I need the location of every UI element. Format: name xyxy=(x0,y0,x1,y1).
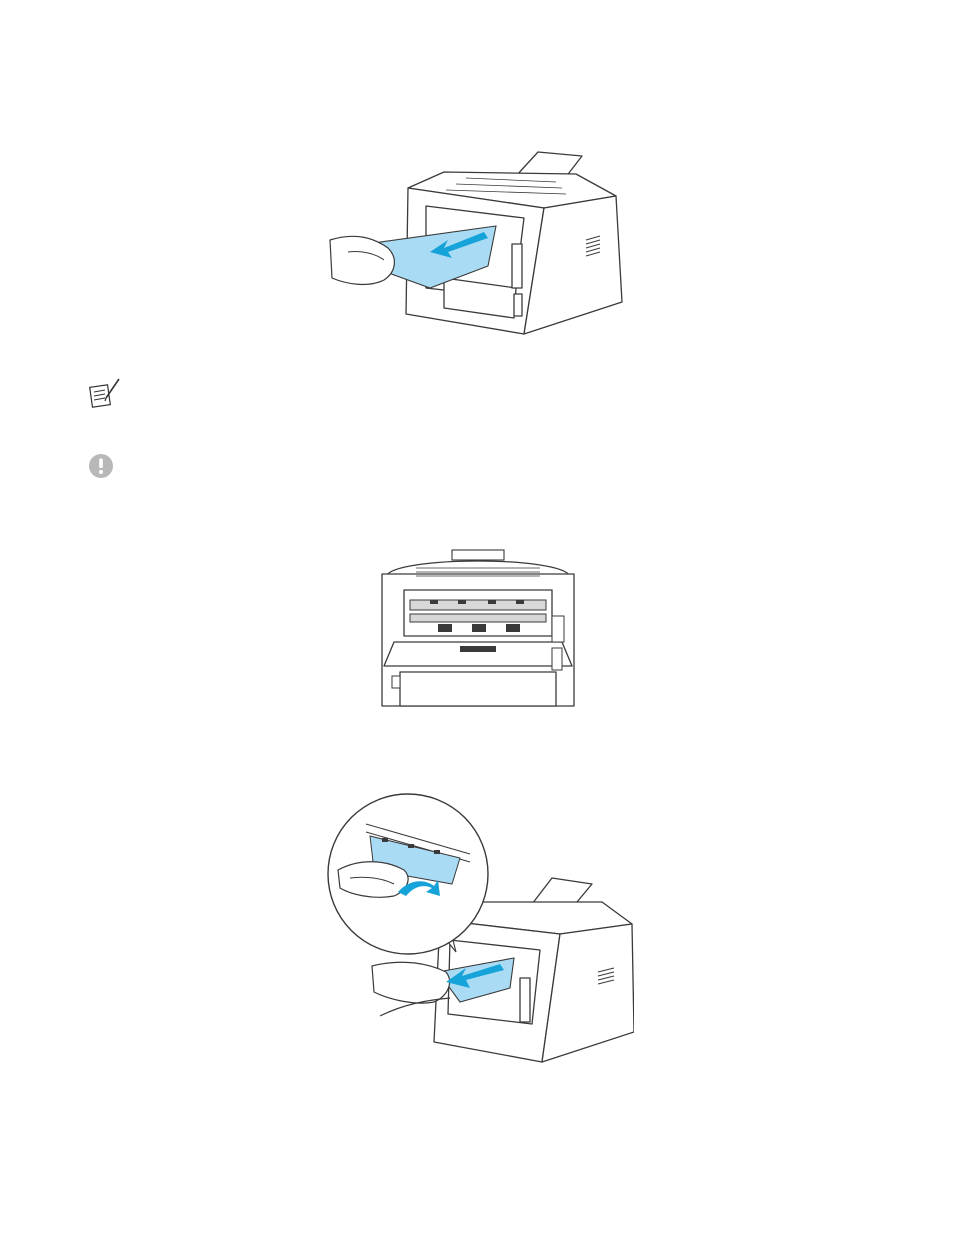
note-icon xyxy=(88,376,122,410)
rear-cover-open-illustration xyxy=(376,546,580,708)
rear-paper-pull-illustration xyxy=(326,148,632,338)
jam-removal-detail-illustration xyxy=(320,792,634,1064)
caution-icon xyxy=(88,453,114,479)
